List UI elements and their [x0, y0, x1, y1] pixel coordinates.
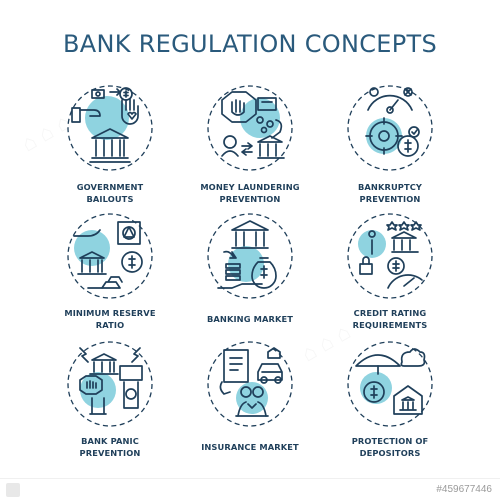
- money-laundering-prevention-icon: [202, 80, 298, 176]
- stock-logo-icon: [6, 483, 20, 497]
- credit-rating-requirements-icon: [342, 208, 438, 304]
- stock-id: #459677446: [436, 484, 492, 495]
- concept-label: BANKING MARKET: [206, 314, 294, 324]
- bankruptcy-prevention-icon: [342, 80, 438, 176]
- stock-footer: #459677446: [0, 478, 500, 500]
- page-title: BANK REGULATION CONCEPTS: [63, 30, 437, 58]
- bank-panic-prevention-icon: [62, 336, 158, 432]
- government-bailouts-icon: [62, 80, 158, 176]
- protection-of-depositors-icon: [342, 336, 438, 432]
- banking-market-icon: [202, 208, 298, 304]
- concept-label: INSURANCE MARKET: [201, 442, 299, 452]
- minimum-reserve-ratio-icon: [62, 208, 158, 304]
- insurance-market-icon: [202, 336, 298, 432]
